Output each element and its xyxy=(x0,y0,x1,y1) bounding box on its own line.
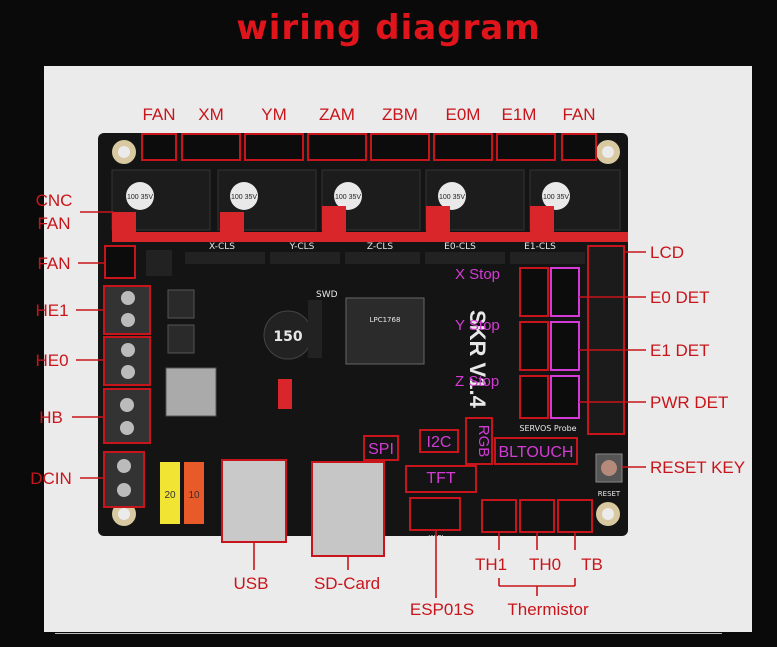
endstop-connectors xyxy=(519,245,625,435)
fuse-20 xyxy=(160,462,180,524)
driver-cap-label: 100 35V xyxy=(231,194,257,201)
footer-divider xyxy=(55,633,722,634)
driver-cap-label: 100 35V xyxy=(335,194,361,201)
dcin-label: DCIN xyxy=(30,469,72,488)
e1-det-label: E1 DET xyxy=(650,341,710,360)
usb-label: USB xyxy=(234,574,269,593)
z-stop-label: Z Stop xyxy=(455,373,499,390)
spi-label: SPI xyxy=(368,441,394,458)
reset-key-label: RESET KEY xyxy=(650,458,745,477)
x-cls-label: X-CLS xyxy=(209,242,235,252)
th0-connector xyxy=(519,499,555,533)
mcu-chip xyxy=(345,297,425,365)
swd-header xyxy=(308,300,322,358)
jumper xyxy=(278,379,292,409)
leader-lines xyxy=(72,211,646,598)
th1-connector xyxy=(481,499,517,533)
mosfets xyxy=(165,289,217,417)
spi-box xyxy=(363,435,399,461)
cnc-label: CNC xyxy=(36,191,73,210)
i2c-label: I2C xyxy=(427,434,452,451)
e0-cls-label: E0-CLS xyxy=(444,242,476,252)
tft-label: TFT xyxy=(426,470,456,487)
e1-cls-label: E1-CLS xyxy=(524,242,556,252)
tb-connector xyxy=(557,499,593,533)
reset-silk: RESET xyxy=(598,490,621,498)
fan-header-2 xyxy=(146,250,172,276)
top-connectors xyxy=(141,133,597,161)
zbm-label: ZBM xyxy=(382,105,418,124)
tft-box xyxy=(405,465,477,493)
bottom-labels: USB SD-Card ESP01S TH1 TH0 TB Thermistor xyxy=(234,555,603,619)
bltouch-box xyxy=(494,437,578,465)
z-cls-label: Z-CLS xyxy=(367,242,394,252)
y-stop-label: Y Stop xyxy=(455,317,500,334)
driver-cap-label: 100 35V xyxy=(127,194,153,201)
fan-header-left xyxy=(104,245,136,279)
ym-label: YM xyxy=(261,105,287,124)
bltouch-label: BLTOUCH xyxy=(499,444,574,461)
th1-label: TH1 xyxy=(475,555,507,574)
hb-label: HB xyxy=(39,408,63,427)
fan-label-top-right: FAN xyxy=(562,105,595,124)
x-stop-label: X Stop xyxy=(455,266,500,283)
fan-label-left: FAN xyxy=(37,254,70,273)
driver-cap-label: 100 35V xyxy=(439,194,465,201)
stepper-drivers: 100 35V 100 35V 100 35V 100 35V 100 35V xyxy=(111,169,628,242)
swd-label: SWD xyxy=(316,290,338,300)
screw-terminals xyxy=(103,285,151,508)
e0-det-label: E0 DET xyxy=(650,288,710,307)
i2c-box xyxy=(419,429,459,453)
he1-label: HE1 xyxy=(35,301,68,320)
chip-label: LPC1768 xyxy=(370,316,401,324)
thermistor-label: Thermistor xyxy=(507,600,589,619)
lcd-label: LCD xyxy=(650,243,684,262)
rgb-box xyxy=(465,417,493,465)
fuse-20-label: 20 xyxy=(164,490,176,501)
sd-card-slot xyxy=(311,461,385,557)
fuse-10 xyxy=(184,462,204,524)
esp01s-header xyxy=(409,497,461,531)
usb-port xyxy=(221,459,287,543)
reset-button xyxy=(595,453,623,483)
cls-headers: X-CLS Y-CLS Z-CLS E0-CLS E1-CLS xyxy=(185,242,585,264)
driver-cap-label: 100 35V xyxy=(543,194,569,201)
esp01s-label: ESP01S xyxy=(410,600,474,619)
right-labels: LCD E0 DET E1 DET PWR DET RESET KEY xyxy=(650,243,745,477)
servos-probe-label: SERVOS Probe xyxy=(519,424,576,433)
left-labels: CNC FAN FAN HE1 HE0 HB DCIN xyxy=(30,191,72,488)
xm-label: XM xyxy=(198,105,224,124)
mounting-holes xyxy=(112,140,620,526)
tb-label: TB xyxy=(581,555,603,574)
board-name: SKR V1.4 xyxy=(465,310,490,409)
fan-label-top-left: FAN xyxy=(142,105,175,124)
page-title: wiring diagram xyxy=(236,8,541,48)
inductor-label: 150 xyxy=(273,329,302,345)
rgb-label: RGB xyxy=(475,425,492,458)
cnc-fan-label: FAN xyxy=(37,214,70,233)
e0m-label: E0M xyxy=(446,105,481,124)
top-labels: FAN XM YM ZAM ZBM E0M E1M FAN xyxy=(142,105,595,124)
reset-knob xyxy=(601,460,617,476)
fuse-10-label: 10 xyxy=(188,490,200,501)
zam-label: ZAM xyxy=(319,105,355,124)
y-cls-label: Y-CLS xyxy=(289,242,315,252)
pwr-det-label: PWR DET xyxy=(650,393,728,412)
e1m-label: E1M xyxy=(502,105,537,124)
he0-label: HE0 xyxy=(35,351,68,370)
th0-label: TH0 xyxy=(529,555,561,574)
sd-card-label: SD-Card xyxy=(314,574,380,593)
